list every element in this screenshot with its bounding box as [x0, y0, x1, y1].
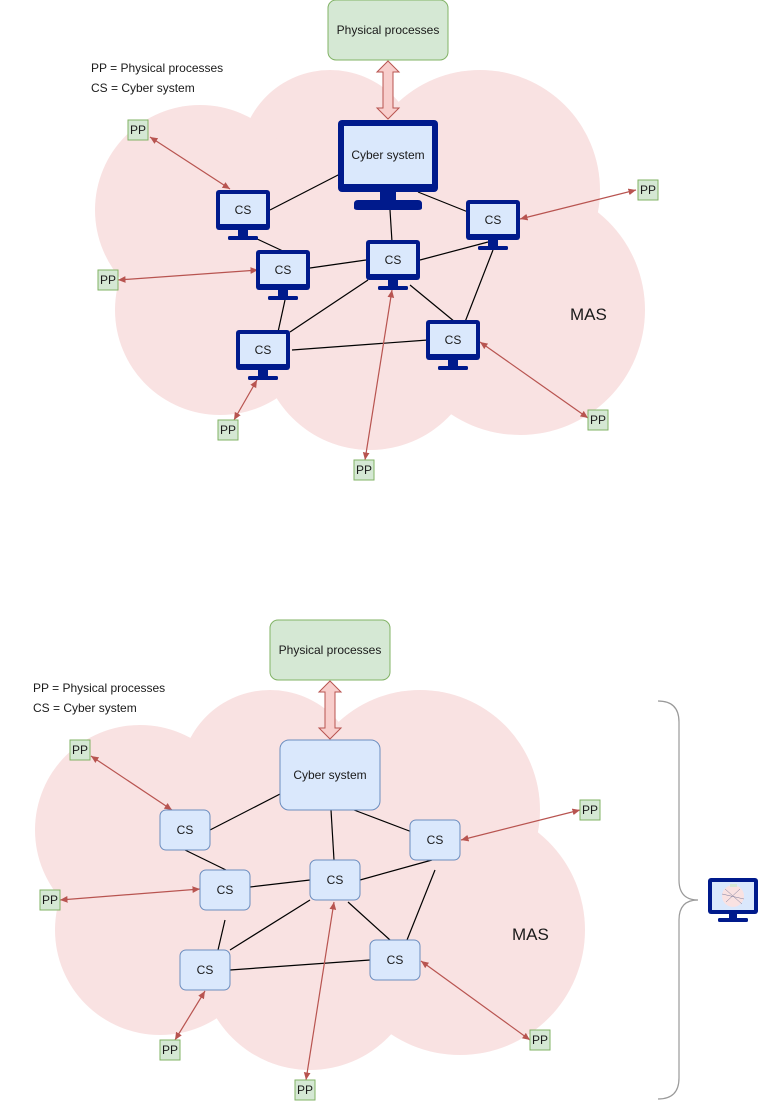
- cs-node[interactable]: CS: [236, 330, 290, 380]
- cs-node[interactable]: CS: [256, 250, 310, 300]
- physical-processes-label: Physical processes: [337, 23, 440, 37]
- pp-label: PP: [72, 743, 88, 757]
- cs-node[interactable]: CS: [369, 939, 421, 981]
- pp-node[interactable]: PP: [637, 179, 659, 201]
- pp-label: PP: [130, 123, 146, 137]
- cyber-system-monitor[interactable]: Cyber system: [338, 120, 438, 210]
- legend-pp: PP = Physical processes: [91, 61, 223, 75]
- double-arrow: [317, 680, 343, 740]
- pp-node[interactable]: PP: [587, 409, 609, 431]
- curly-brace: [657, 700, 699, 1100]
- pp-node[interactable]: PP: [39, 889, 61, 911]
- cs-node[interactable]: CS: [409, 819, 461, 861]
- pp-node[interactable]: PP: [294, 1079, 316, 1101]
- cs-node[interactable]: CS: [199, 869, 251, 911]
- pp-label: PP: [582, 803, 598, 817]
- cyber-system-label: Cyber system: [293, 768, 366, 782]
- pp-node[interactable]: PP: [69, 739, 91, 761]
- links: [254, 173, 494, 351]
- bottom-diagram: Physical processes PP = Physical process…: [33, 619, 758, 1101]
- cs-label: CS: [445, 333, 462, 347]
- pp-node[interactable]: PP: [353, 459, 375, 481]
- pp-label: PP: [297, 1083, 313, 1097]
- cyber-system-label: Cyber system: [351, 148, 424, 162]
- cs-label: CS: [197, 963, 214, 977]
- pp-label: PP: [640, 183, 656, 197]
- double-arrow: [375, 60, 401, 120]
- pp-label: PP: [356, 463, 372, 477]
- pp-label: PP: [100, 273, 116, 287]
- cs-label: CS: [385, 253, 402, 267]
- mini-network-monitor-icon[interactable]: [708, 878, 758, 922]
- pp-node[interactable]: PP: [529, 1029, 551, 1051]
- cs-label: CS: [387, 953, 404, 967]
- pp-label: PP: [162, 1043, 178, 1057]
- links: [184, 792, 436, 971]
- cs-label: CS: [217, 883, 234, 897]
- pp-label: PP: [42, 893, 58, 907]
- pp-node[interactable]: PP: [579, 799, 601, 821]
- cs-node[interactable]: CS: [426, 320, 480, 370]
- cs-node[interactable]: CS: [159, 809, 211, 851]
- cs-node[interactable]: CS: [466, 200, 520, 250]
- mas-label: MAS: [512, 925, 549, 944]
- legend-cs: CS = Cyber system: [33, 701, 137, 715]
- cyber-system-node[interactable]: Cyber system: [279, 739, 381, 811]
- cs-node[interactable]: CS: [309, 859, 361, 901]
- cs-label: CS: [235, 203, 252, 217]
- legend-pp: PP = Physical processes: [33, 681, 165, 695]
- mas-label: MAS: [570, 305, 607, 324]
- cs-node[interactable]: CS: [179, 949, 231, 991]
- physical-processes-box[interactable]: [327, 0, 449, 61]
- pp-node[interactable]: PP: [159, 1039, 181, 1061]
- physical-processes-box[interactable]: [269, 619, 391, 681]
- pp-node[interactable]: PP: [127, 119, 149, 141]
- cs-label: CS: [255, 343, 272, 357]
- cs-node[interactable]: CS: [216, 190, 270, 240]
- pp-node[interactable]: PP: [97, 269, 119, 291]
- pp-arrows: [117, 136, 637, 461]
- physical-processes-label: Physical processes: [279, 643, 382, 657]
- cs-label: CS: [275, 263, 292, 277]
- pp-label: PP: [590, 413, 606, 427]
- cs-label: CS: [427, 833, 444, 847]
- pp-label: PP: [220, 423, 236, 437]
- cs-node[interactable]: CS: [366, 240, 420, 290]
- pp-node[interactable]: PP: [217, 419, 239, 441]
- top-diagram: Physical processes PP = Physical process…: [91, 0, 659, 481]
- cs-label: CS: [327, 873, 344, 887]
- pp-label: PP: [532, 1033, 548, 1047]
- cs-label: CS: [177, 823, 194, 837]
- cs-label: CS: [485, 213, 502, 227]
- pp-arrows: [59, 755, 581, 1081]
- legend-cs: CS = Cyber system: [91, 81, 195, 95]
